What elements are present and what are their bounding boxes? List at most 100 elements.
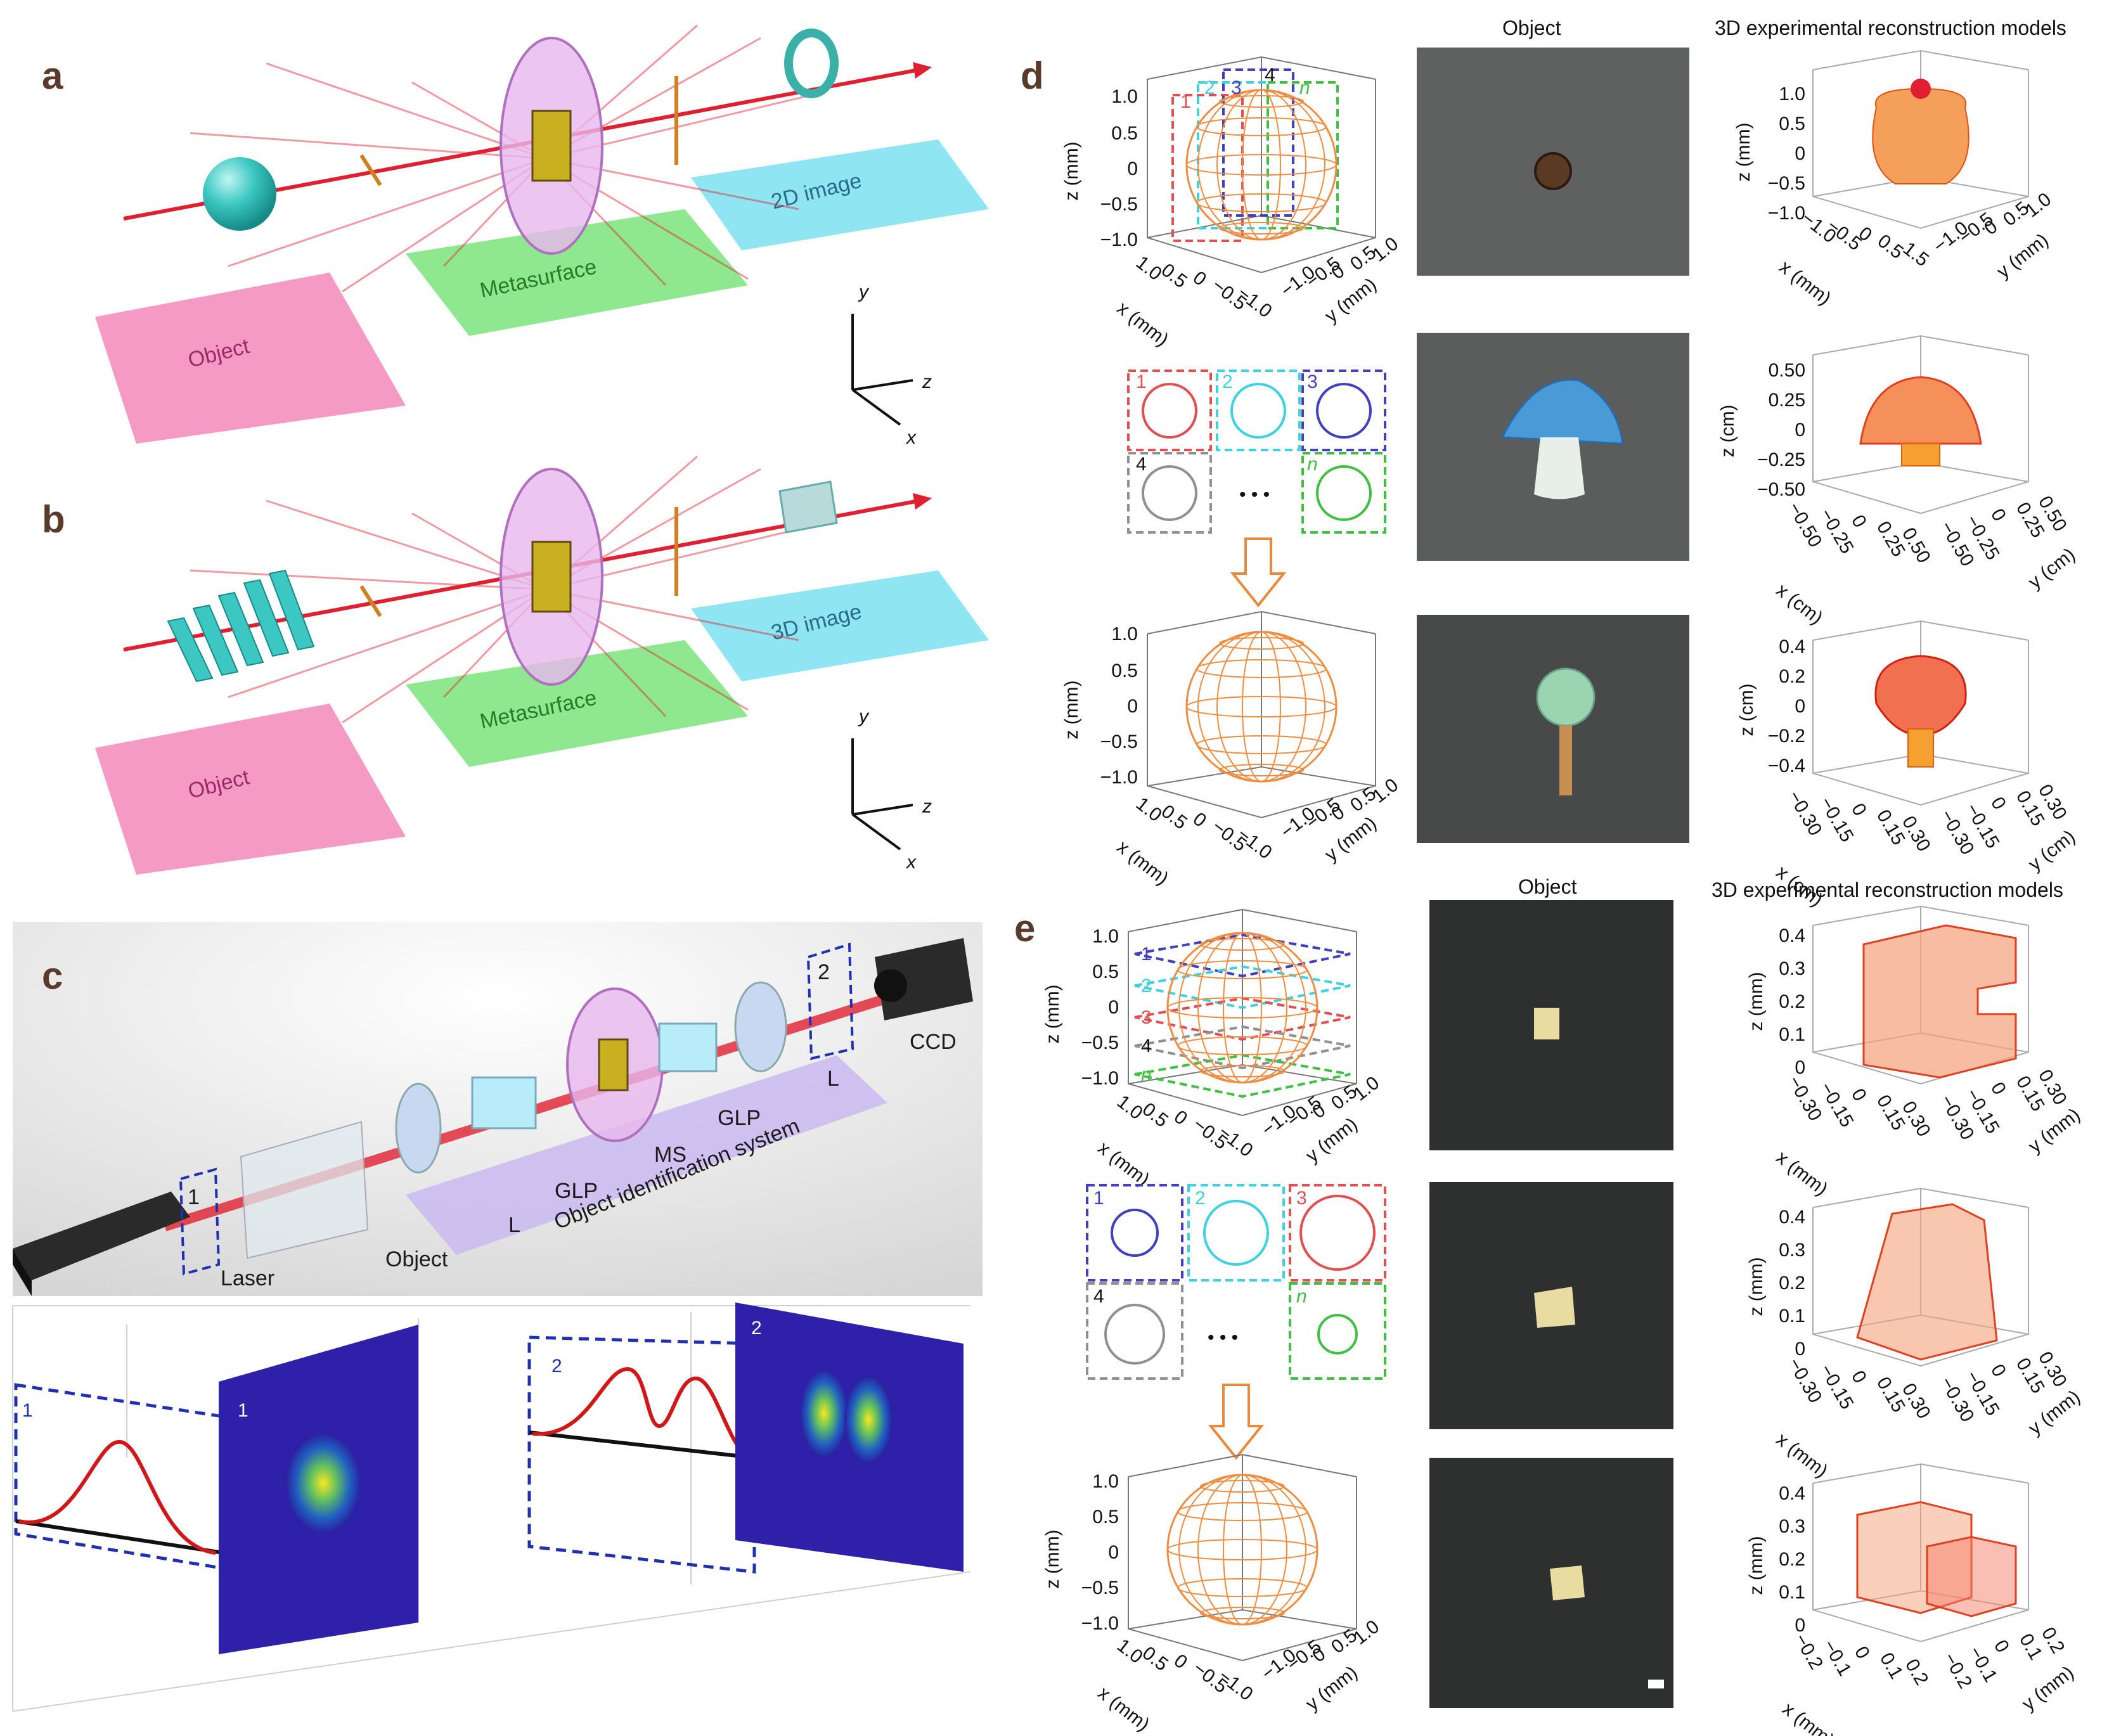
d-grid-dots: • • • — [1239, 484, 1270, 505]
tick: −0.15 — [1815, 1079, 1858, 1131]
tick: −1.0 — [1081, 1068, 1119, 1089]
down-arrow-e — [1208, 1384, 1265, 1460]
marker-1-frame — [179, 1167, 221, 1276]
tick: 0.5 — [1779, 113, 1805, 134]
tick: −0.50 — [1784, 499, 1826, 551]
tick: 0.5 — [1092, 961, 1119, 982]
tick: −1.0 — [1100, 229, 1138, 250]
rec2-ylabel: y (cm) — [2025, 544, 2079, 593]
tick: 0.5 — [1874, 231, 1907, 264]
d-grid-3: 3 — [1307, 371, 1318, 392]
tick: 0 — [1795, 1057, 1805, 1078]
rec1-ylabel: y (mm) — [1993, 229, 2053, 282]
tick: 0.5 — [1111, 123, 1138, 144]
slice-grid-e: 1 2 3 4 • • • n — [1086, 1184, 1386, 1460]
axis-z-b: z — [922, 796, 932, 817]
tick: 0.2 — [1901, 1656, 1932, 1689]
rece3-zlabel: z (mm) — [1746, 1536, 1767, 1595]
rece2-xlabel: x (mm) — [1772, 1429, 1832, 1482]
e1-slice-n: n — [1141, 1064, 1152, 1085]
beam-profiles: 1 1 2 2 — [12, 1302, 970, 1712]
profile-1-curve — [18, 1439, 216, 1555]
slice-grid-d: 1 2 3 4 • • • n — [1127, 370, 1386, 608]
d3-zlabel: z (mm) — [1061, 680, 1082, 739]
rec-mushroom: 0.50 0.25 0 −0.25 −0.50 z (cm) −0.50 −0.… — [1717, 335, 2079, 629]
sphere-slices-e1: 1 2 3 4 n 1.0 0.5 0 −0.5 −1.0 z (mm) 1.0… — [1042, 908, 1383, 1190]
stepped-object-b — [167, 569, 315, 683]
e1-zlabel: z (mm) — [1042, 984, 1063, 1043]
tick: 0.5 — [1138, 1643, 1172, 1676]
tick: 1.0 — [1132, 794, 1166, 826]
d1-slice-4: 4 — [1265, 65, 1275, 86]
tick: 0.5 — [1138, 1099, 1172, 1132]
ms-label: MS — [654, 1143, 687, 1167]
e3-xlabel: x (mm) — [1094, 1683, 1154, 1735]
spot-2-right — [844, 1375, 893, 1464]
tick: 1.0 — [1092, 926, 1119, 947]
tick: 0 — [1847, 511, 1871, 531]
axis-x-a: x — [905, 427, 917, 448]
tick: 0.1 — [1779, 1024, 1805, 1045]
tick: 0 — [1987, 1079, 2010, 1098]
panel-label-e: e — [1014, 907, 1035, 949]
metasurface-chip-b — [531, 541, 572, 613]
col-title-object-d: Object — [1502, 16, 1561, 39]
rec-lollipop: 0.4 0.2 0 −0.2 −0.4 z (cm) −0.30 −0.15 0… — [1736, 620, 2079, 911]
sphere-e3: 1.0 0.5 0 −0.5 −1.0 z (mm) 1.0 0.5 0 −0.… — [1042, 1453, 1383, 1735]
rec3-zlabel: z (cm) — [1736, 683, 1757, 736]
d1-slice-2: 2 — [1204, 77, 1215, 98]
tick: −0.30 — [1784, 1072, 1826, 1124]
tick: 0 — [1850, 1643, 1874, 1662]
col-title-object-e: Object — [1518, 875, 1577, 898]
tick: −0.15 — [1815, 794, 1858, 845]
d-grid-2: 2 — [1222, 371, 1233, 392]
lens1-label: L — [508, 1213, 520, 1237]
tick: 0 — [1795, 420, 1805, 440]
tick: 0 — [1987, 505, 2010, 525]
tick: 1.0 — [1113, 1635, 1147, 1668]
object-plane-a — [95, 273, 406, 444]
tick: 0 — [1108, 997, 1119, 1018]
object-plane-b — [95, 704, 406, 875]
e3-ylabel: y (mm) — [1302, 1662, 1362, 1714]
tick: 0 — [1108, 1542, 1119, 1563]
tick: −0.15 — [1815, 1361, 1858, 1413]
panel-label-d: d — [1021, 55, 1044, 97]
tick: −1.0 — [1234, 283, 1276, 322]
tick: 0.4 — [1779, 1483, 1805, 1504]
profile-2-curve — [532, 1366, 752, 1460]
rece3-xlabel: x (mm) — [1779, 1699, 1838, 1736]
e1-ylabel: y (mm) — [1302, 1114, 1362, 1166]
rece2-zlabel: z (mm) — [1746, 1257, 1767, 1316]
system-platform — [406, 1055, 887, 1255]
tick: 0.50 — [1769, 360, 1805, 381]
tick: 0 — [1847, 800, 1871, 820]
reconstructions-d: 1.0 0.5 0 −0.5 −1.0 z (mm) −1.0 −0.5 0 0… — [1717, 49, 2079, 911]
tick: −0.5 — [1768, 173, 1805, 194]
rece1-xlabel: x (mm) — [1772, 1147, 1832, 1200]
image-plane-b — [691, 570, 989, 681]
object-slide — [240, 1121, 369, 1259]
e-grid-3: 3 — [1296, 1188, 1307, 1209]
e1-xlabel: x (mm) — [1094, 1138, 1154, 1190]
tick: 0.2 — [1779, 991, 1805, 1012]
e1-slice-2: 2 — [1141, 975, 1152, 996]
spot-2-label: 2 — [751, 1318, 762, 1339]
tick: 0.5 — [1157, 260, 1191, 293]
d1-ylabel: y (mm) — [1321, 274, 1381, 326]
tick: 0 — [1127, 158, 1138, 179]
marker-2-frame — [806, 942, 854, 1060]
tick: 0 — [1170, 1650, 1191, 1673]
ccd-label: CCD — [910, 1030, 957, 1054]
laser-body — [13, 1192, 190, 1280]
ms-chip — [598, 1038, 629, 1091]
glp1-label: GLP — [555, 1179, 598, 1203]
e3-zlabel: z (mm) — [1042, 1529, 1063, 1588]
rec3-ylabel: y (cm) — [2025, 826, 2079, 875]
tick: 0 — [1847, 1367, 1871, 1387]
tick: 0 — [1987, 794, 2010, 813]
tick: −1.0 — [1768, 203, 1805, 224]
beam-arrow-a — [913, 62, 932, 79]
tick: 1.0 — [1113, 1091, 1147, 1124]
tick: 0.25 — [1769, 390, 1805, 411]
